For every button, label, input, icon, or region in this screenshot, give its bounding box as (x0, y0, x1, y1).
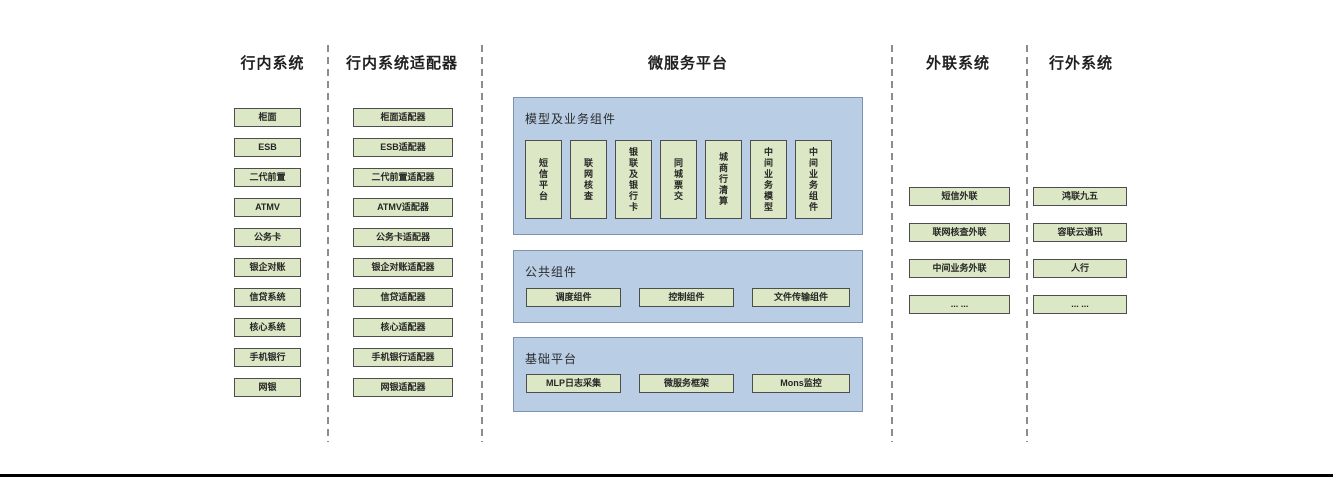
outbank-systems-list: 鸿联九五容联云通讯人行 ... ... (1033, 187, 1127, 314)
diagram-box: 文件传输组件 (752, 288, 850, 307)
diagram-box: ATMV (234, 198, 301, 217)
diagram-box: 联网核查 (570, 140, 607, 219)
diagram-box: 网银适配器 (353, 378, 453, 397)
column-title-external-link-systems: 外联系统 (925, 55, 990, 72)
diagram-box: MLP日志采集 (526, 374, 621, 393)
section-title: 基础平台 (525, 352, 578, 366)
column-title-microservice-platform: 微服务平台 (647, 55, 728, 72)
diagram-box: 中间业务组件 (795, 140, 832, 219)
diagram-box: 信贷系统 (234, 288, 301, 307)
diagram-box: 银企对账适配器 (353, 258, 453, 277)
section-title: 模型及业务组件 (525, 112, 617, 126)
diagram-box: 城商行清算 (705, 140, 742, 219)
diagram-box: 柜面适配器 (353, 108, 453, 127)
diagram-box: 容联云通讯 (1033, 223, 1127, 242)
diagram-box: Mons监控 (752, 374, 850, 393)
column-divider (891, 45, 893, 442)
diagram-box: 二代前置适配器 (353, 168, 453, 187)
base-platform-components-list: MLP日志采集微服务框架 Mons监控 (526, 374, 850, 393)
diagram-box: 鸿联九五 (1033, 187, 1127, 206)
diagram-box: 调度组件 (526, 288, 621, 307)
diagram-box: 公务卡 (234, 228, 301, 247)
column-divider (481, 45, 483, 442)
diagram-box: ESB (234, 138, 301, 157)
diagram-box: 同城票交 (660, 140, 697, 219)
diagram-box: 银企对账 (234, 258, 301, 277)
column-title-inbank-systems: 行内系统 (240, 55, 305, 72)
inbank-systems-list: 柜面 ESB 二代前置 ATMV 公务卡银企对账信贷系统核心系统手机银行网银 (234, 108, 301, 397)
diagram-box: 柜面 (234, 108, 301, 127)
common-components-list: 调度组件控制组件文件传输组件 (526, 288, 850, 307)
diagram-box: 公务卡适配器 (353, 228, 453, 247)
diagram-box: 短信外联 (909, 187, 1010, 206)
external-link-systems-list: 短信外联联网核查外联中间业务外联 ... ... (909, 187, 1010, 314)
model-business-components-list: 短信平台联网核查银联及银行卡同城票交城商行清算中间业务模型中间业务组件 (525, 140, 832, 219)
diagram-box: 短信平台 (525, 140, 562, 219)
column-divider (327, 45, 329, 442)
diagram-box: 银联及银行卡 (615, 140, 652, 219)
diagram-box: 微服务框架 (639, 374, 734, 393)
bottom-rule (0, 474, 1333, 477)
inbank-adapters-list: 柜面适配器 ESB适配器二代前置适配器 ATMV适配器公务卡适配器银企对账适配器信贷… (353, 108, 453, 397)
platform-section-model-business-components: 模型及业务组件 短信平台联网核查银联及银行卡同城票交城商行清算中间业务模型中间业… (513, 97, 863, 235)
diagram-box: 信贷适配器 (353, 288, 453, 307)
diagram-box: 手机银行 (234, 348, 301, 367)
diagram-box: 手机银行适配器 (353, 348, 453, 367)
diagram-box: 二代前置 (234, 168, 301, 187)
platform-section-common-components: 公共组件 调度组件控制组件文件传输组件 (513, 250, 863, 323)
diagram-box: 控制组件 (639, 288, 734, 307)
diagram-box: 中间业务模型 (750, 140, 787, 219)
diagram-box: 联网核查外联 (909, 223, 1010, 242)
diagram-box: 核心适配器 (353, 318, 453, 337)
column-title-inbank-adapters: 行内系统适配器 (345, 55, 458, 72)
diagram-box: 人行 (1033, 259, 1127, 278)
diagram-box: 网银 (234, 378, 301, 397)
diagram-box: ... ... (909, 295, 1010, 314)
diagram-box: ESB适配器 (353, 138, 453, 157)
diagram-box: ... ... (1033, 295, 1127, 314)
platform-section-base-platform: 基础平台 MLP日志采集微服务框架 Mons监控 (513, 337, 863, 412)
column-divider (1026, 45, 1028, 442)
diagram-box: ATMV适配器 (353, 198, 453, 217)
diagram-box: 核心系统 (234, 318, 301, 337)
section-title: 公共组件 (525, 265, 578, 279)
column-title-outbank-systems: 行外系统 (1048, 55, 1113, 72)
diagram-box: 中间业务外联 (909, 259, 1010, 278)
